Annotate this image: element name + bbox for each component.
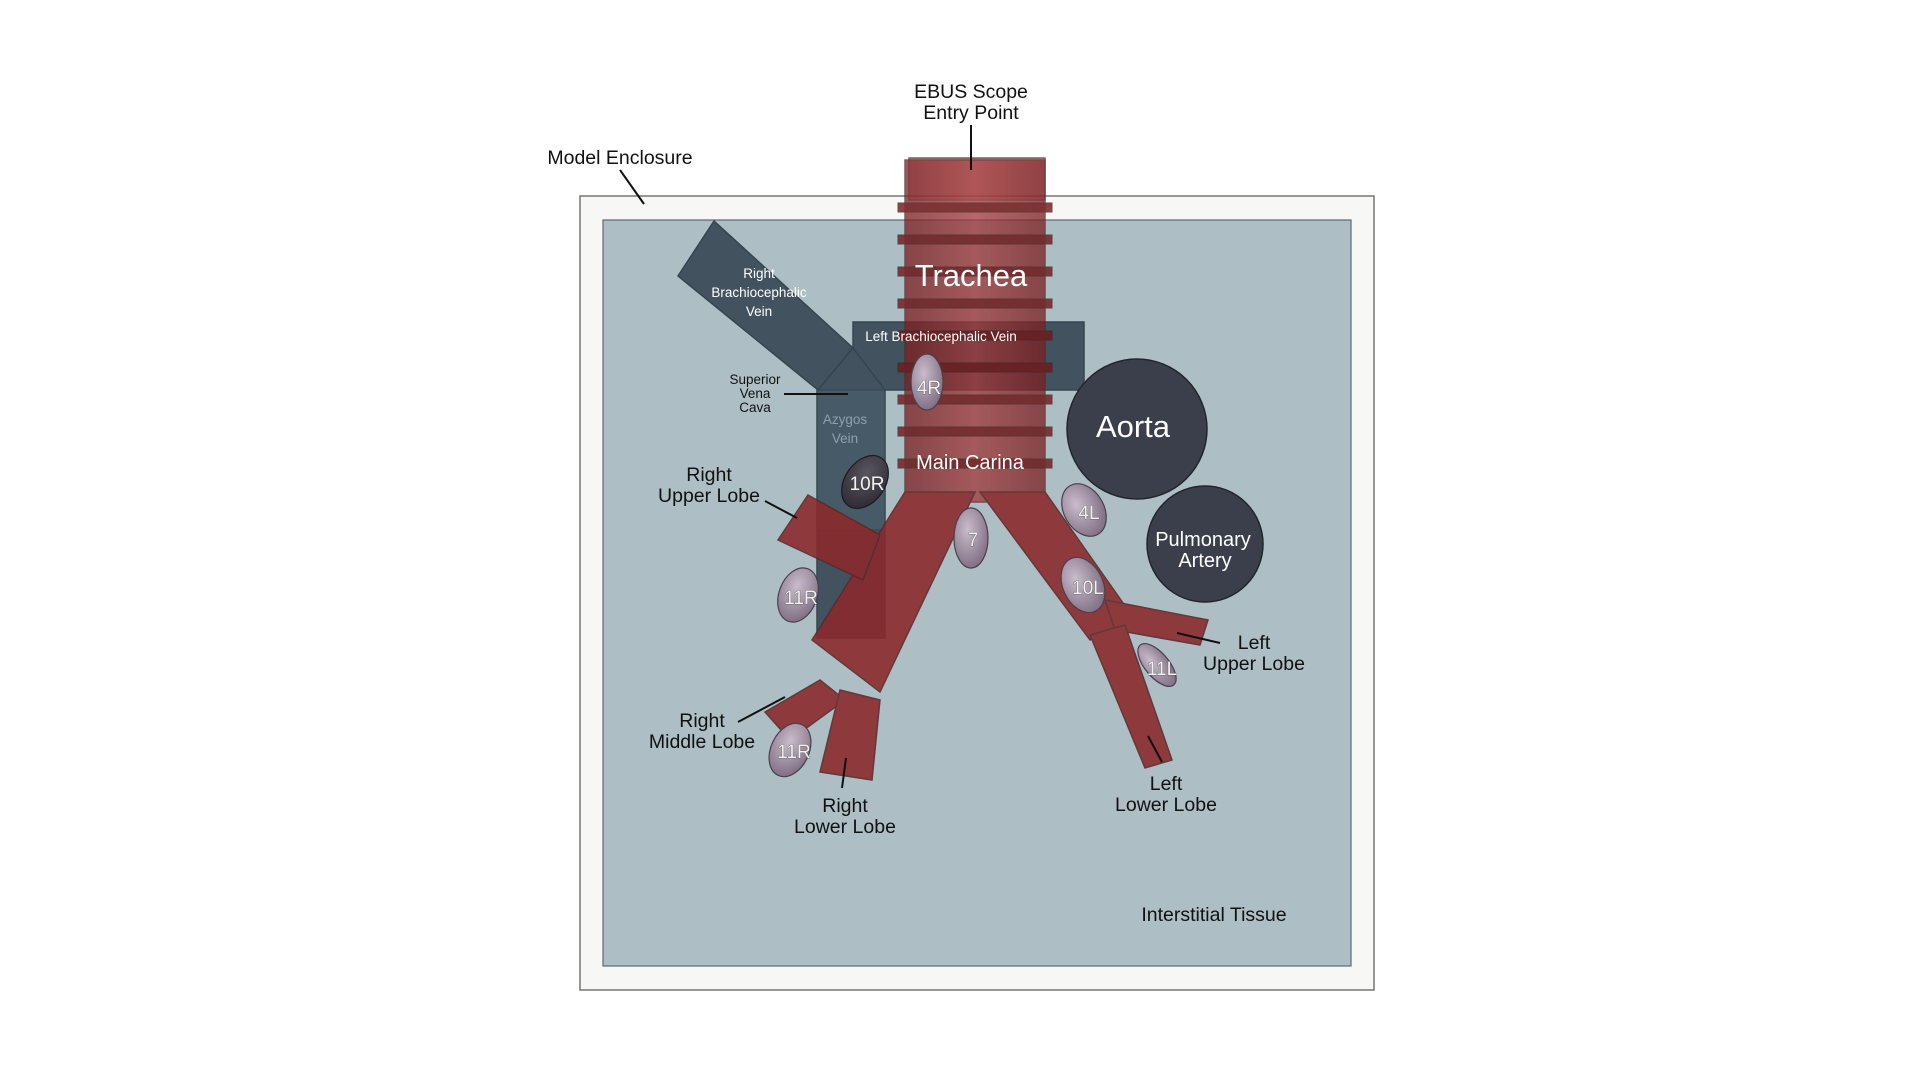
pulmonary-artery-label-line1: Pulmonary: [1155, 529, 1251, 551]
lymph-node-4r-label: 4R: [917, 378, 941, 399]
left-brachiocephalic-vein-label: Left Brachiocephalic Vein: [865, 329, 1017, 344]
tracheal-ring: [897, 330, 1053, 341]
left-lower-lobe-bronchus: [1088, 624, 1173, 769]
lymph-node-10r-label: 10R: [850, 474, 885, 495]
lymph-node-11l-label: 11L: [1147, 659, 1177, 680]
pulmonary-artery-label-line2: Artery: [1178, 550, 1231, 572]
azygos-vein-label-1: Azygos: [823, 412, 868, 427]
lymph-node-11r-upper-label: 11R: [784, 588, 817, 609]
tracheal-ring: [897, 458, 1053, 469]
left-upper-lobe-label-2: Upper Lobe: [1203, 653, 1305, 675]
lymph-node-4r: [910, 353, 944, 411]
tracheal-ring: [897, 202, 1053, 213]
right-upper-lobe-label-1: Right: [686, 464, 732, 486]
lymph-nodes: [768, 353, 1177, 778]
lymph-node-11r-lower-label: 11R: [777, 742, 810, 763]
main-carina-label: Main Carina: [916, 452, 1025, 474]
right-lower-lobe-label-2: Lower Lobe: [794, 816, 896, 838]
tracheal-ring: [897, 426, 1053, 437]
left-lower-lobe-label-2: Lower Lobe: [1115, 794, 1217, 816]
tracheal-rings: [897, 202, 1053, 469]
right-brachiocephalic-vein-label-2: Brachiocephalic: [711, 285, 807, 300]
lymph-node-7-label: 7: [968, 530, 979, 551]
leader-lines: [619, 125, 1221, 789]
scope-entry-label-line1: EBUS Scope: [914, 81, 1028, 103]
aorta-label: Aorta: [1096, 409, 1171, 444]
lymph-node-11l: [1137, 643, 1177, 687]
lymph-node-4l: [1061, 483, 1107, 537]
lymph-node-11r-upper: [777, 567, 819, 623]
tracheal-ring: [897, 234, 1053, 245]
right-lower-lobe-bronchus: [819, 689, 881, 781]
scope-entry-label-line2: Entry Point: [923, 102, 1019, 124]
lymph-node-7: [953, 507, 989, 569]
lymph-node-4l-label: 4L: [1078, 503, 1099, 524]
tracheal-ring: [897, 266, 1053, 277]
left-lower-lobe-label-1: Left: [1150, 773, 1183, 795]
tracheal-ring: [897, 298, 1053, 309]
right-lower-lobe-label-1: Right: [822, 795, 868, 817]
superior-vena-cava-label-2: Vena: [740, 386, 771, 401]
lymph-node-10l: [1060, 556, 1106, 614]
left-upper-lobe-label-1: Left: [1238, 632, 1271, 654]
lymph-node-10r: [841, 455, 889, 509]
model-enclosure-label: Model Enclosure: [547, 147, 692, 169]
right-middle-lobe-label-1: Right: [679, 710, 725, 732]
right-upper-lobe-label-2: Upper Lobe: [658, 485, 760, 507]
trachea-label: Trachea: [915, 258, 1028, 293]
tracheal-ring: [897, 394, 1053, 405]
azygos-vein-label-2: Vein: [832, 431, 858, 446]
airway-tree: [763, 157, 1209, 781]
superior-vena-cava-label-3: Cava: [739, 400, 771, 415]
pulmonary-artery: [1146, 485, 1264, 603]
aorta: [1066, 358, 1208, 500]
right-middle-lobe-label-2: Middle Lobe: [649, 731, 755, 753]
right-brachiocephalic-vein-label-3: Vein: [746, 304, 772, 319]
right-main-bronchus: [811, 491, 977, 694]
lymph-node-11r-lower: [768, 722, 812, 778]
interstitial-tissue-label: Interstitial Tissue: [1141, 904, 1286, 926]
tracheal-ring: [897, 362, 1053, 373]
right-upper-lobe-bronchus: [776, 494, 881, 582]
superior-vena-cava-label-1: Superior: [729, 372, 781, 387]
right-brachiocephalic-vein-label-1: Right: [743, 266, 775, 281]
lymph-node-10l-label: 10L: [1072, 578, 1104, 599]
